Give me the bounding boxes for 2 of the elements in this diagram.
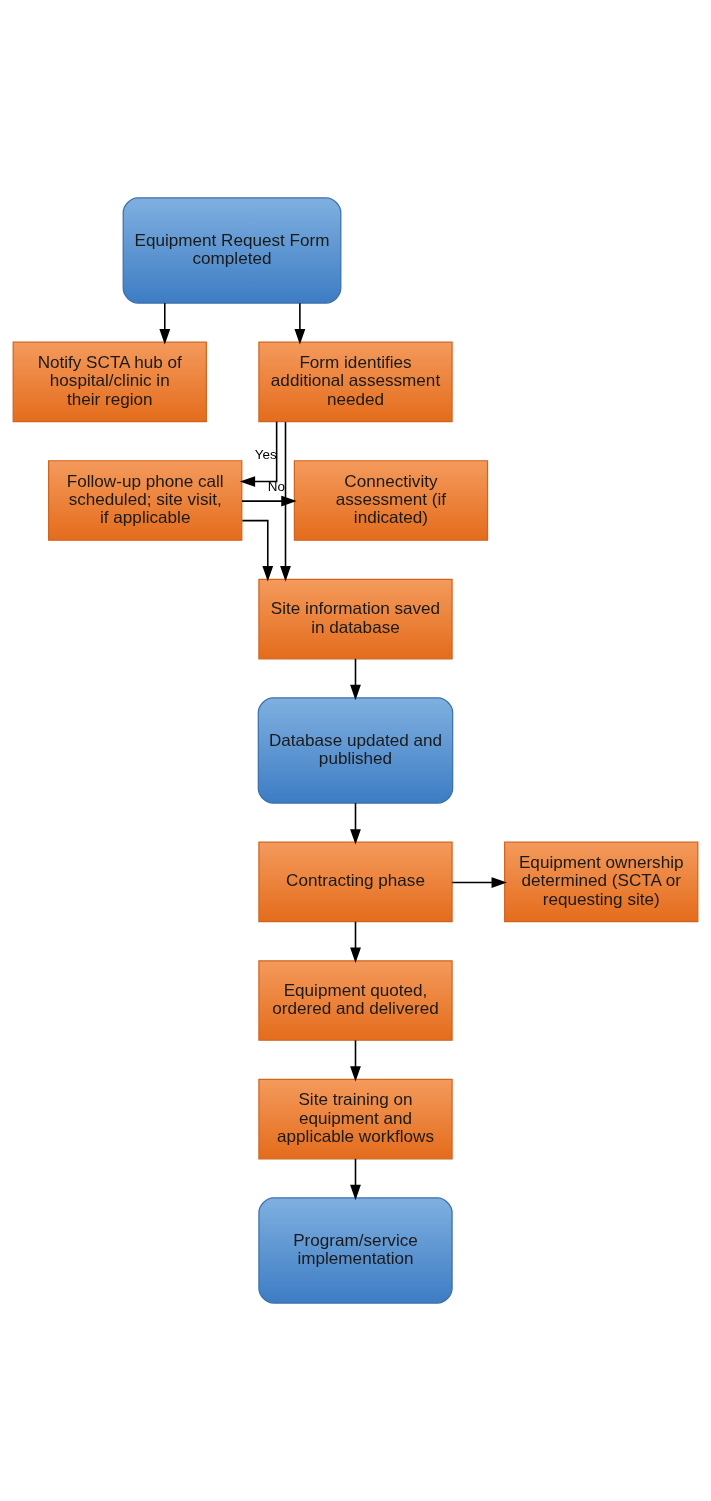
edge-label: No [267, 478, 285, 494]
edge-label: Yes [254, 446, 277, 462]
